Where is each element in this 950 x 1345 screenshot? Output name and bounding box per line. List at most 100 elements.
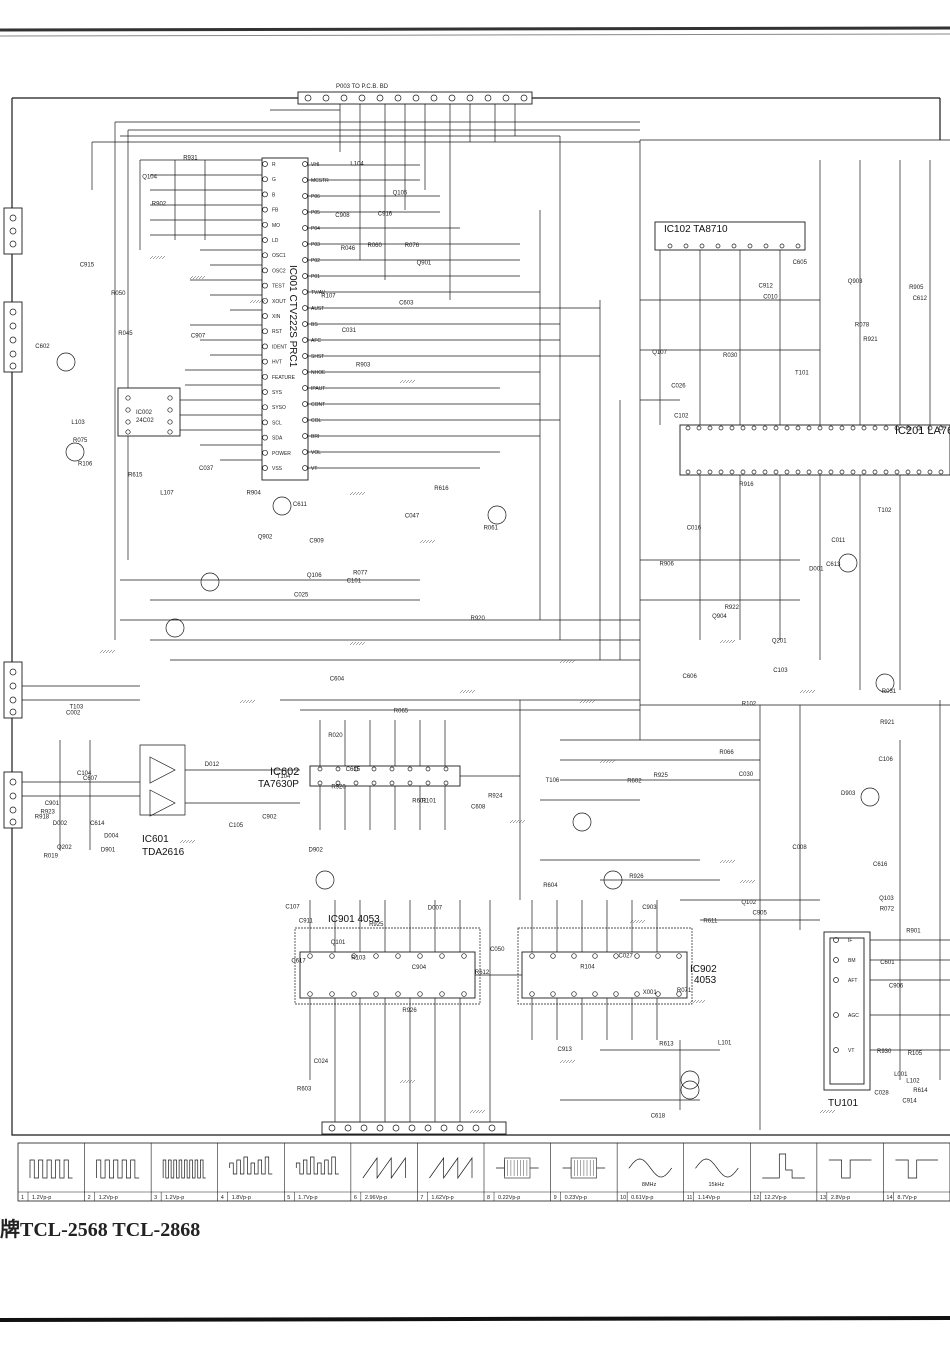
- component-ref: C105: [229, 823, 244, 829]
- component-ref: C604: [330, 676, 345, 682]
- waveform-amplitude: 1.14Vp-p: [698, 1195, 720, 1201]
- ic102: IC102 TA8710: [654, 221, 806, 251]
- waveform-number: 1: [21, 1195, 24, 1201]
- waveform-number: 12: [753, 1195, 759, 1201]
- component-ref: R925: [369, 922, 384, 928]
- component-ref: C906: [889, 984, 904, 990]
- component-ref: R105: [908, 1051, 923, 1057]
- waveform-amplitude: 1.2Vp-p: [99, 1195, 118, 1201]
- ic001-pin-label: HVT: [272, 360, 282, 366]
- ic001-pin-label: SDA: [272, 436, 283, 442]
- waveform-number: 6: [354, 1195, 357, 1201]
- waveform-number: 9: [554, 1195, 557, 1201]
- component-ref: R926: [402, 1008, 417, 1014]
- component-ref: L104: [350, 161, 364, 167]
- component-ref: C913: [558, 1047, 573, 1053]
- component-ref: R601: [412, 798, 427, 804]
- component-ref: C025: [294, 592, 309, 598]
- ic001-pin-label: VSS: [272, 466, 283, 472]
- component-ref: C612: [913, 296, 928, 302]
- component-ref: R613: [659, 1042, 674, 1048]
- component-ref: Q902: [258, 535, 273, 541]
- component-ref: Q106: [307, 573, 322, 579]
- component-ref: C606: [683, 674, 698, 680]
- waveform-trace: [295, 1156, 339, 1175]
- component-ref: L103: [71, 420, 85, 426]
- component-ref: Q107: [652, 350, 667, 356]
- ic001-pin-label: POWER: [272, 451, 291, 457]
- top-connector: P003 TO P.C.B. BD: [297, 84, 533, 105]
- component-ref: R923: [41, 809, 56, 815]
- ic001-pin-label: XIN: [272, 314, 281, 320]
- component-ref: R602: [627, 779, 642, 785]
- component-ref: C911: [299, 919, 314, 925]
- ic901-label: IC901 4053: [328, 914, 380, 925]
- component-ref: R072: [880, 907, 895, 913]
- component-ref: D012: [205, 762, 220, 768]
- component-ref: Q202: [57, 845, 72, 851]
- component-ref: C618: [651, 1114, 666, 1120]
- component-ref: D004: [104, 834, 119, 840]
- component-ref: C011: [831, 538, 846, 544]
- waveform-frequency: 8MHz: [642, 1182, 657, 1188]
- waveform-trace: [694, 1158, 739, 1178]
- component-ref: D002: [53, 821, 68, 827]
- component-ref: C016: [687, 525, 702, 531]
- component-ref: C037: [199, 466, 214, 472]
- ic001-pin-label: OSC1: [272, 253, 286, 259]
- component-ref: R904: [247, 491, 262, 497]
- tuner-pin-label: IF: [848, 938, 852, 944]
- component-ref: C031: [342, 328, 357, 334]
- component-ref: R920: [471, 616, 486, 622]
- waveform-amplitude: 0.22Vp-p: [498, 1195, 520, 1201]
- waveform-amplitude: 1.2Vp-p: [32, 1195, 51, 1201]
- ic001-pin-label: P01: [311, 274, 320, 280]
- component-ref: L107: [160, 490, 174, 496]
- component-ref: T103: [70, 704, 84, 710]
- component-ref: R612: [475, 970, 490, 976]
- ic602: IC602 TA7630P: [258, 765, 461, 790]
- model-title: 牌TCL-2568 TCL-2868: [0, 1217, 200, 1241]
- circuit-wiring: [22, 136, 950, 1130]
- waveform-trace: [628, 1158, 672, 1178]
- component-ref: C602: [35, 344, 50, 350]
- transistors: [56, 352, 895, 1100]
- component-ref: C607: [83, 776, 98, 782]
- ic002-part: 24C02: [136, 418, 154, 424]
- component-ref: C605: [793, 260, 808, 266]
- component-ref: C613: [826, 562, 841, 568]
- left-connector-1: [3, 207, 23, 255]
- component-ref: Q101: [331, 940, 346, 946]
- component-ref: T101: [795, 370, 809, 376]
- component-ref: T104: [277, 774, 291, 780]
- waveform-amplitude: 12.2Vp-p: [764, 1195, 786, 1201]
- waveform-number: 10: [620, 1195, 626, 1201]
- waveform-number: 14: [886, 1195, 892, 1201]
- component-ref: R075: [73, 438, 88, 444]
- component-ref: R101: [422, 798, 437, 804]
- component-ref: C601: [880, 960, 895, 966]
- ic001-pin-label: SYS: [272, 390, 283, 396]
- tuner-pin-label: BM: [848, 958, 856, 964]
- scan-bottom-edge: [0, 1316, 950, 1322]
- component-ref: C904: [412, 965, 427, 971]
- component-ref: T102: [878, 508, 892, 514]
- ic001-pin-label: OSC2: [272, 268, 286, 274]
- ic001-pin-label: P06: [311, 194, 320, 200]
- ic902-part: 4053: [694, 975, 717, 986]
- component-ref: R103: [351, 955, 366, 961]
- component-ref: C030: [739, 772, 754, 778]
- component-ref: Q102: [741, 900, 756, 906]
- component-ref: D902: [309, 847, 324, 853]
- component-ref: R031: [882, 689, 897, 695]
- component-ref: C611: [293, 502, 308, 508]
- ic001-pin-label: P04: [311, 226, 320, 232]
- component-ref: R060: [368, 243, 383, 249]
- ic001-label: IC001 CTV222S PRC1: [287, 265, 298, 368]
- component-ref: X001: [643, 990, 658, 996]
- waveform-amplitude: 1.7Vp-p: [298, 1195, 317, 1201]
- component-ref: Q901: [417, 260, 432, 266]
- component-ref: R615: [128, 473, 143, 479]
- waveform-trace: [828, 1159, 872, 1179]
- waveform-number: 13: [820, 1195, 826, 1201]
